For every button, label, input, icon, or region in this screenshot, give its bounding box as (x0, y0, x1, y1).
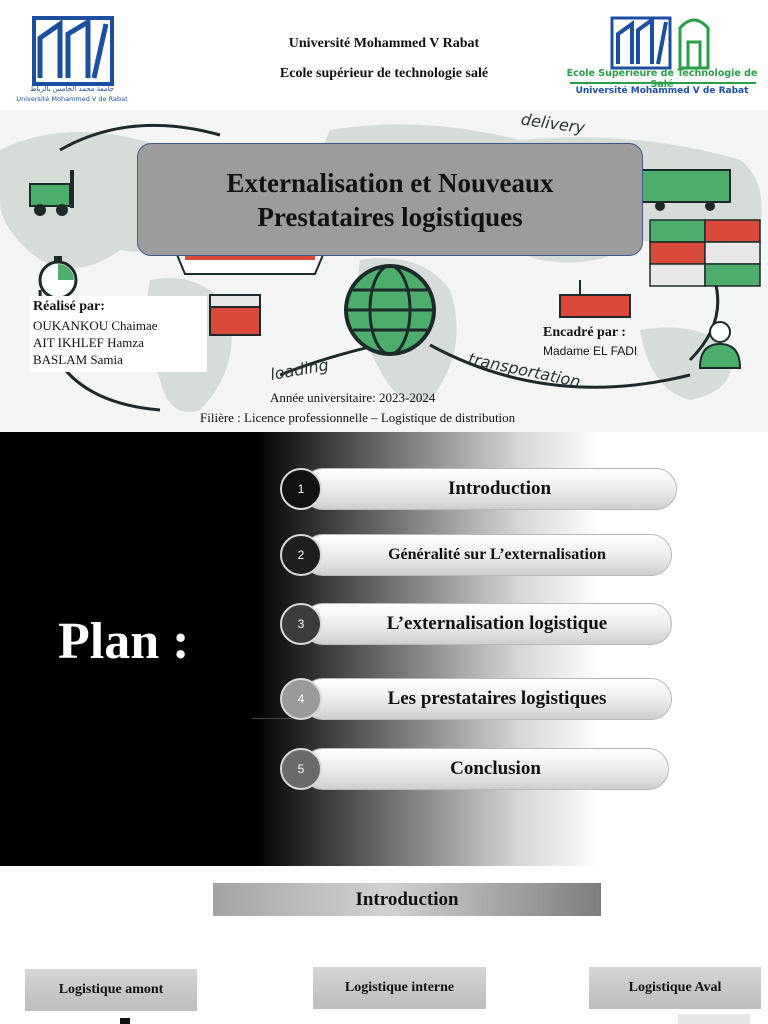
school-logo-caption: Ecole Supérieure de Technologie de Salé (566, 68, 758, 90)
plan-item-number: 1 (280, 468, 322, 510)
logistique-aval-box: Logistique Aval (589, 967, 761, 1009)
program-name: Filière : Licence professionnelle – Logi… (200, 410, 516, 425)
plan-item-label: Généralité sur L’externalisation (302, 534, 672, 576)
university-logo-caption: Université Mohammed V de Rabat (16, 95, 128, 103)
introduction-title: Introduction (213, 883, 601, 916)
plan-item-number: 5 (280, 748, 322, 790)
author-name: OUKANKOU Chaimae (33, 318, 158, 333)
logistique-amont-box: Logistique amont (25, 969, 197, 1011)
plan-item-number: 4 (280, 678, 322, 720)
plan-item-label: Les prestataires logistiques (302, 678, 672, 720)
supervisor-name: Madame EL FADI (543, 344, 638, 358)
logistique-interne-box: Logistique interne (313, 967, 486, 1009)
school-logo-divider (570, 82, 756, 84)
plan-slide: Plan : Introduction 1 Généralité sur L’e… (0, 432, 768, 866)
university-name: Université Mohammed V Rabat (288, 36, 480, 51)
school-name: Ecole supérieur de technologie salé (279, 66, 489, 81)
school-logo (610, 16, 710, 70)
plan-item-label: L’externalisation logistique (302, 603, 672, 645)
authors-panel (30, 296, 207, 372)
supervisor-label: Encadré par : (543, 325, 626, 340)
plan-item-label: Introduction (302, 468, 677, 510)
author-name: AIT IKHLEF Hamza (33, 335, 144, 350)
university-logo-caption-arabic: جامعة محمد الخامس بالرباط (29, 85, 115, 93)
cover-title: Externalisation et Nouveaux Prestataires… (226, 167, 554, 232)
plan-item-label: Conclusion (302, 748, 669, 790)
partial-graphic (678, 1014, 750, 1024)
school-logo-subcaption: Université Mohammed V de Rabat (575, 86, 749, 96)
plan-item-number: 3 (280, 603, 322, 645)
author-name: BASLAM Samia (33, 352, 123, 367)
plan-item-number: 2 (280, 534, 322, 576)
authors-label: Réalisé par: (33, 299, 105, 314)
introduction-slide: Introduction Logistique amont Logistique… (0, 866, 768, 1024)
academic-year: Année universitaire: 2023-2024 (270, 390, 436, 405)
university-logo (32, 16, 114, 86)
cover-slide: delivery loading transportation (0, 0, 768, 432)
plan-divider (252, 718, 292, 719)
cover-title-box: Externalisation et Nouveaux Prestataires… (137, 143, 643, 256)
partial-graphic (120, 1018, 130, 1024)
plan-title: Plan : (58, 613, 190, 670)
